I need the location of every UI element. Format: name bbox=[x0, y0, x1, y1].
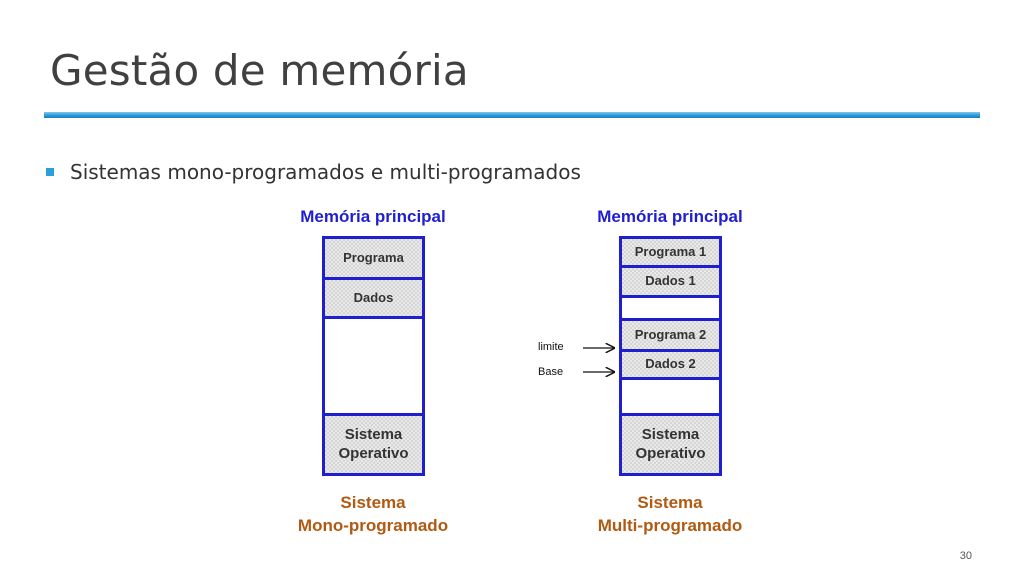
mono-caption: Sistema Mono-programado bbox=[253, 491, 493, 537]
mono-memory-title: Memória principal bbox=[300, 207, 446, 226]
multi-dados1-label: Dados 1 bbox=[645, 273, 696, 289]
multi-caption-line2: Multi-programado bbox=[597, 516, 743, 535]
mono-so-block: Sistema Operativo bbox=[325, 416, 422, 473]
multi-divider bbox=[622, 295, 719, 298]
mono-divider bbox=[325, 316, 422, 319]
multi-caption-line1: Sistema bbox=[637, 493, 703, 512]
mono-divider bbox=[325, 277, 422, 280]
multi-caption: Sistema Multi-programado bbox=[550, 491, 790, 537]
mono-programa-label: Programa bbox=[343, 249, 404, 265]
multi-so-line2: Operativo bbox=[635, 444, 706, 462]
multi-divider bbox=[622, 349, 719, 352]
multi-dados2-label: Dados 2 bbox=[645, 356, 696, 372]
bullet-square-icon bbox=[46, 168, 54, 176]
mono-memory-column: Programa Dados Sistema Operativo bbox=[322, 236, 425, 476]
mono-programa-block: Programa bbox=[325, 239, 422, 277]
mono-so-line2: Operativo bbox=[338, 444, 409, 462]
page-number: 30 bbox=[959, 550, 972, 562]
mono-so-line1: Sistema bbox=[344, 425, 403, 443]
multi-programa2-block: Programa 2 bbox=[622, 321, 719, 349]
multi-programa1-block: Programa 1 bbox=[622, 239, 719, 265]
multi-so-line1: Sistema bbox=[641, 425, 700, 443]
multi-divider bbox=[622, 377, 719, 380]
mono-caption-line2: Mono-programado bbox=[297, 516, 449, 535]
bullet-item: Sistemas mono-programados e multi-progra… bbox=[46, 160, 581, 184]
slide-title: Gestão de memória bbox=[50, 46, 469, 95]
bullet-text: Sistemas mono-programados e multi-progra… bbox=[70, 160, 581, 184]
multi-memory-title: Memória principal bbox=[597, 207, 743, 226]
multi-so-block: Sistema Operativo bbox=[622, 416, 719, 473]
mono-dados-label: Dados bbox=[353, 289, 394, 305]
multi-memory-column: Programa 1 Dados 1 Programa 2 Dados 2 Si… bbox=[619, 236, 722, 476]
multi-dados2-block: Dados 2 bbox=[622, 352, 719, 377]
title-underline bbox=[44, 112, 980, 118]
multi-dados1-block: Dados 1 bbox=[622, 268, 719, 295]
mono-dados-block: Dados bbox=[325, 280, 422, 316]
multi-programa1-label: Programa 1 bbox=[634, 243, 707, 259]
mono-divider bbox=[325, 413, 422, 416]
multi-divider bbox=[622, 413, 719, 416]
pointer-arrows bbox=[583, 340, 620, 380]
base-label: Base bbox=[538, 366, 564, 378]
limite-label: limite bbox=[538, 341, 564, 353]
mono-caption-line1: Sistema bbox=[340, 493, 406, 512]
multi-programa2-label: Programa 2 bbox=[634, 326, 707, 342]
multi-divider bbox=[622, 265, 719, 268]
multi-divider bbox=[622, 318, 719, 321]
